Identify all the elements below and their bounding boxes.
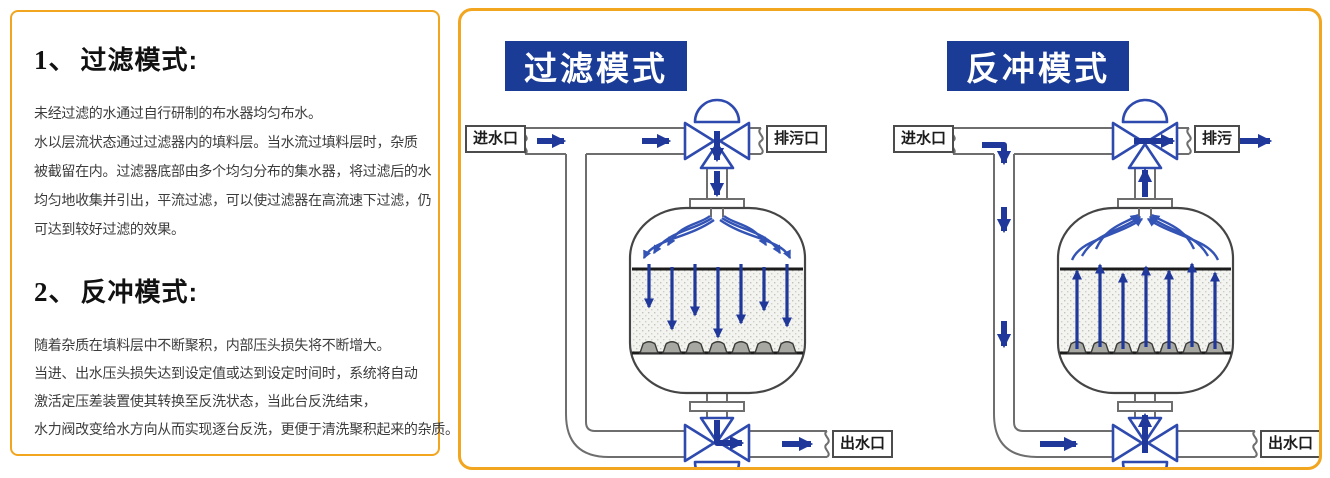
bottom-flange — [1117, 401, 1173, 412]
filter-mode-drawing — [522, 98, 830, 467]
drain-label: 排污口 — [766, 125, 828, 153]
section-number: 2、 — [34, 277, 77, 307]
section-heading: 1、过滤模式: — [34, 38, 434, 77]
inlet-label: 进水口 — [465, 125, 527, 153]
diagram-panel: 过滤模式 进水口 排污口 出水口 — [458, 8, 1322, 470]
section-backwash-mode: 2、反冲模式: 随着杂质在填料层中不断聚积，内部压头损失将不断增大。 当进、出水… — [34, 270, 459, 443]
body-text-line: 被截留在内。过滤器底部由多个均匀分布的集水器，将过滤后的水 — [34, 163, 432, 179]
distribution-fan-arrows — [1070, 214, 1220, 261]
section-title: 反冲模式: — [80, 277, 199, 307]
top-flange — [689, 198, 745, 209]
flow-arrows — [537, 131, 814, 452]
body-text-line: 可达到较好过滤的效果。 — [34, 221, 185, 237]
section-heading: 2、反冲模式: — [34, 270, 434, 309]
collector-nozzles — [639, 341, 797, 354]
bottom-flange — [689, 401, 745, 412]
body-text-line: 激活定压差装置使其转换至反洗状态，当此台反洗结束， — [34, 393, 377, 409]
body-text-line: 随着杂质在填料层中不断聚积，内部压头损失将不断增大。 — [34, 337, 391, 353]
media-flow-arrows — [643, 264, 793, 339]
section-title: 过滤模式: — [80, 45, 199, 75]
section-filter-mode: 1、过滤模式: 未经过滤的水通过自行研制的布水器均匀布水。 水以层流状态通过过滤… — [34, 38, 434, 244]
body-text-line: 均匀地收集并引出，平流过滤，可以使过滤器在高流速下过滤，仍 — [34, 192, 432, 208]
outlet-label: 出水口 — [832, 430, 894, 458]
backwash-mode-drawing — [950, 98, 1273, 467]
body-text-line: 当进、出水压头损失达到设定值或达到设定时间时，系统将自动 — [34, 365, 418, 381]
distribution-fan-arrows — [642, 215, 792, 260]
body-text-line: 未经过滤的水通过自行研制的布水器均匀布水。 — [34, 105, 322, 121]
three-way-valve-top-icon — [683, 98, 751, 170]
diagram-filter-mode: 过滤模式 进水口 排污口 出水口 — [461, 11, 895, 467]
top-flange — [1117, 198, 1173, 209]
drain-label: 排污 — [1194, 125, 1241, 153]
body-text-line: 水以层流状态通过过滤器内的填料层。当水流过填料层时，杂质 — [34, 134, 418, 150]
outlet-label: 出水口 — [1260, 430, 1319, 458]
text-panel: 1、过滤模式: 未经过滤的水通过自行研制的布水器均匀布水。 水以层流状态通过过滤… — [10, 10, 459, 456]
media-flow-arrows — [1071, 262, 1221, 349]
inlet-label: 进水口 — [893, 125, 955, 153]
diagram-backwash-mode: 反冲模式 进水口 排污 出水口 — [889, 11, 1319, 467]
diagram-title-filter: 过滤模式 — [505, 41, 687, 91]
section-number: 1、 — [34, 45, 77, 75]
flow-arrows — [982, 133, 1273, 453]
body-text-line: 水力阀改变给水方向从而实现逐台反洗，更便于清洗聚积起来的杂质。 — [34, 421, 459, 437]
diagram-title-backwash: 反冲模式 — [947, 41, 1129, 91]
